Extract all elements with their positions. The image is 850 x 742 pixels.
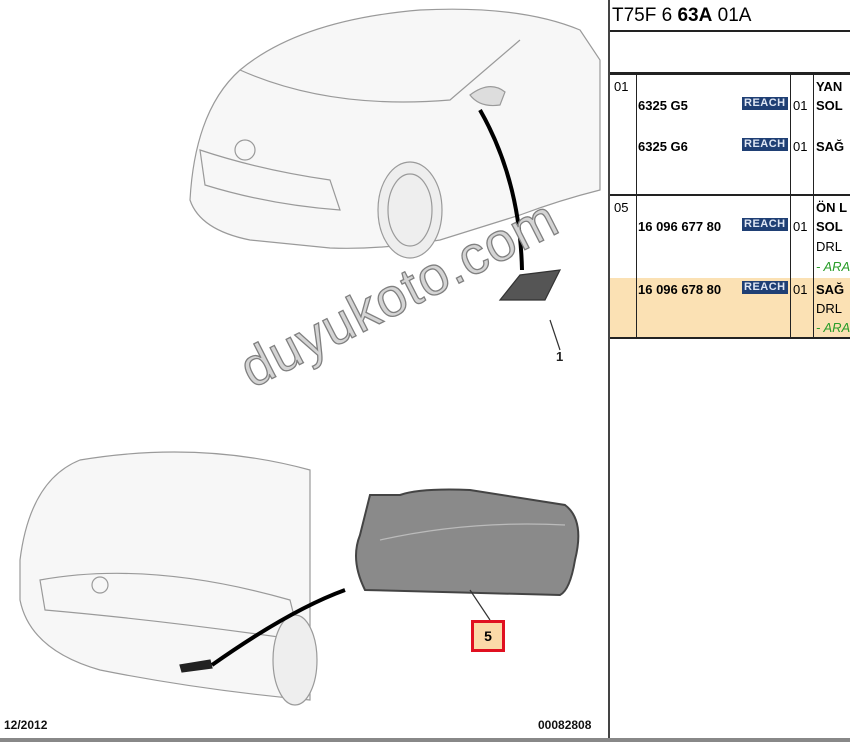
title-suffix: 01A bbox=[712, 5, 752, 26]
description: DRL bbox=[816, 239, 843, 254]
quantity: 01 bbox=[793, 98, 808, 113]
diagram-code: 00082808 bbox=[538, 718, 592, 732]
parts-table: T75F 6 63A 01A 01 YAN 6325 G5 REACH 01 S… bbox=[610, 0, 850, 339]
description: YAN bbox=[816, 79, 843, 94]
table-blank-row bbox=[610, 32, 850, 75]
part-number[interactable]: 16 096 678 80 bbox=[638, 282, 722, 297]
table-row[interactable]: 01 YAN 6325 G5 REACH 01 SOL 6325 G6 REAC… bbox=[610, 75, 850, 196]
parts-diagram: duyukoto.com 1 5 12/2012 00082808 bbox=[4, 0, 610, 738]
quantity: 01 bbox=[793, 219, 808, 234]
bottom-border bbox=[0, 738, 850, 742]
reach-badge: REACH bbox=[742, 218, 788, 231]
title-prefix: T75F 6 bbox=[612, 5, 678, 26]
ref-number: 01 bbox=[614, 79, 629, 94]
table-row-highlighted[interactable]: 16 096 678 80 REACH 01 SAĞ DRL - ARA bbox=[610, 278, 850, 339]
part-number[interactable]: 16 096 677 80 bbox=[638, 219, 722, 234]
callout-5[interactable]: 5 bbox=[471, 620, 505, 652]
reach-badge: REACH bbox=[742, 138, 788, 151]
reach-badge: REACH bbox=[742, 281, 788, 294]
quantity: 01 bbox=[793, 139, 808, 154]
description: SOL bbox=[816, 219, 843, 234]
part-number[interactable]: 6325 G6 bbox=[638, 139, 688, 154]
part-number[interactable]: 6325 G5 bbox=[638, 98, 688, 113]
title-bold: 63A bbox=[677, 5, 713, 26]
table-title: T75F 6 63A 01A bbox=[610, 0, 850, 32]
description: SAĞ bbox=[816, 139, 845, 154]
car-illustration bbox=[19, 8, 601, 706]
note: - ARA bbox=[816, 259, 850, 274]
note: - ARA bbox=[816, 320, 850, 335]
callout-1[interactable]: 1 bbox=[556, 349, 564, 364]
ref-number: 05 bbox=[614, 200, 629, 215]
description: SOL bbox=[816, 98, 843, 113]
quantity: 01 bbox=[793, 282, 808, 297]
reach-badge: REACH bbox=[742, 97, 788, 110]
diagram-date: 12/2012 bbox=[4, 718, 48, 732]
description: ÖN L bbox=[816, 200, 848, 215]
table-row[interactable]: 05 ÖN L 16 096 677 80 REACH 01 SOL DRL -… bbox=[610, 196, 850, 278]
description: DRL bbox=[816, 301, 843, 316]
description: SAĞ bbox=[816, 282, 845, 297]
